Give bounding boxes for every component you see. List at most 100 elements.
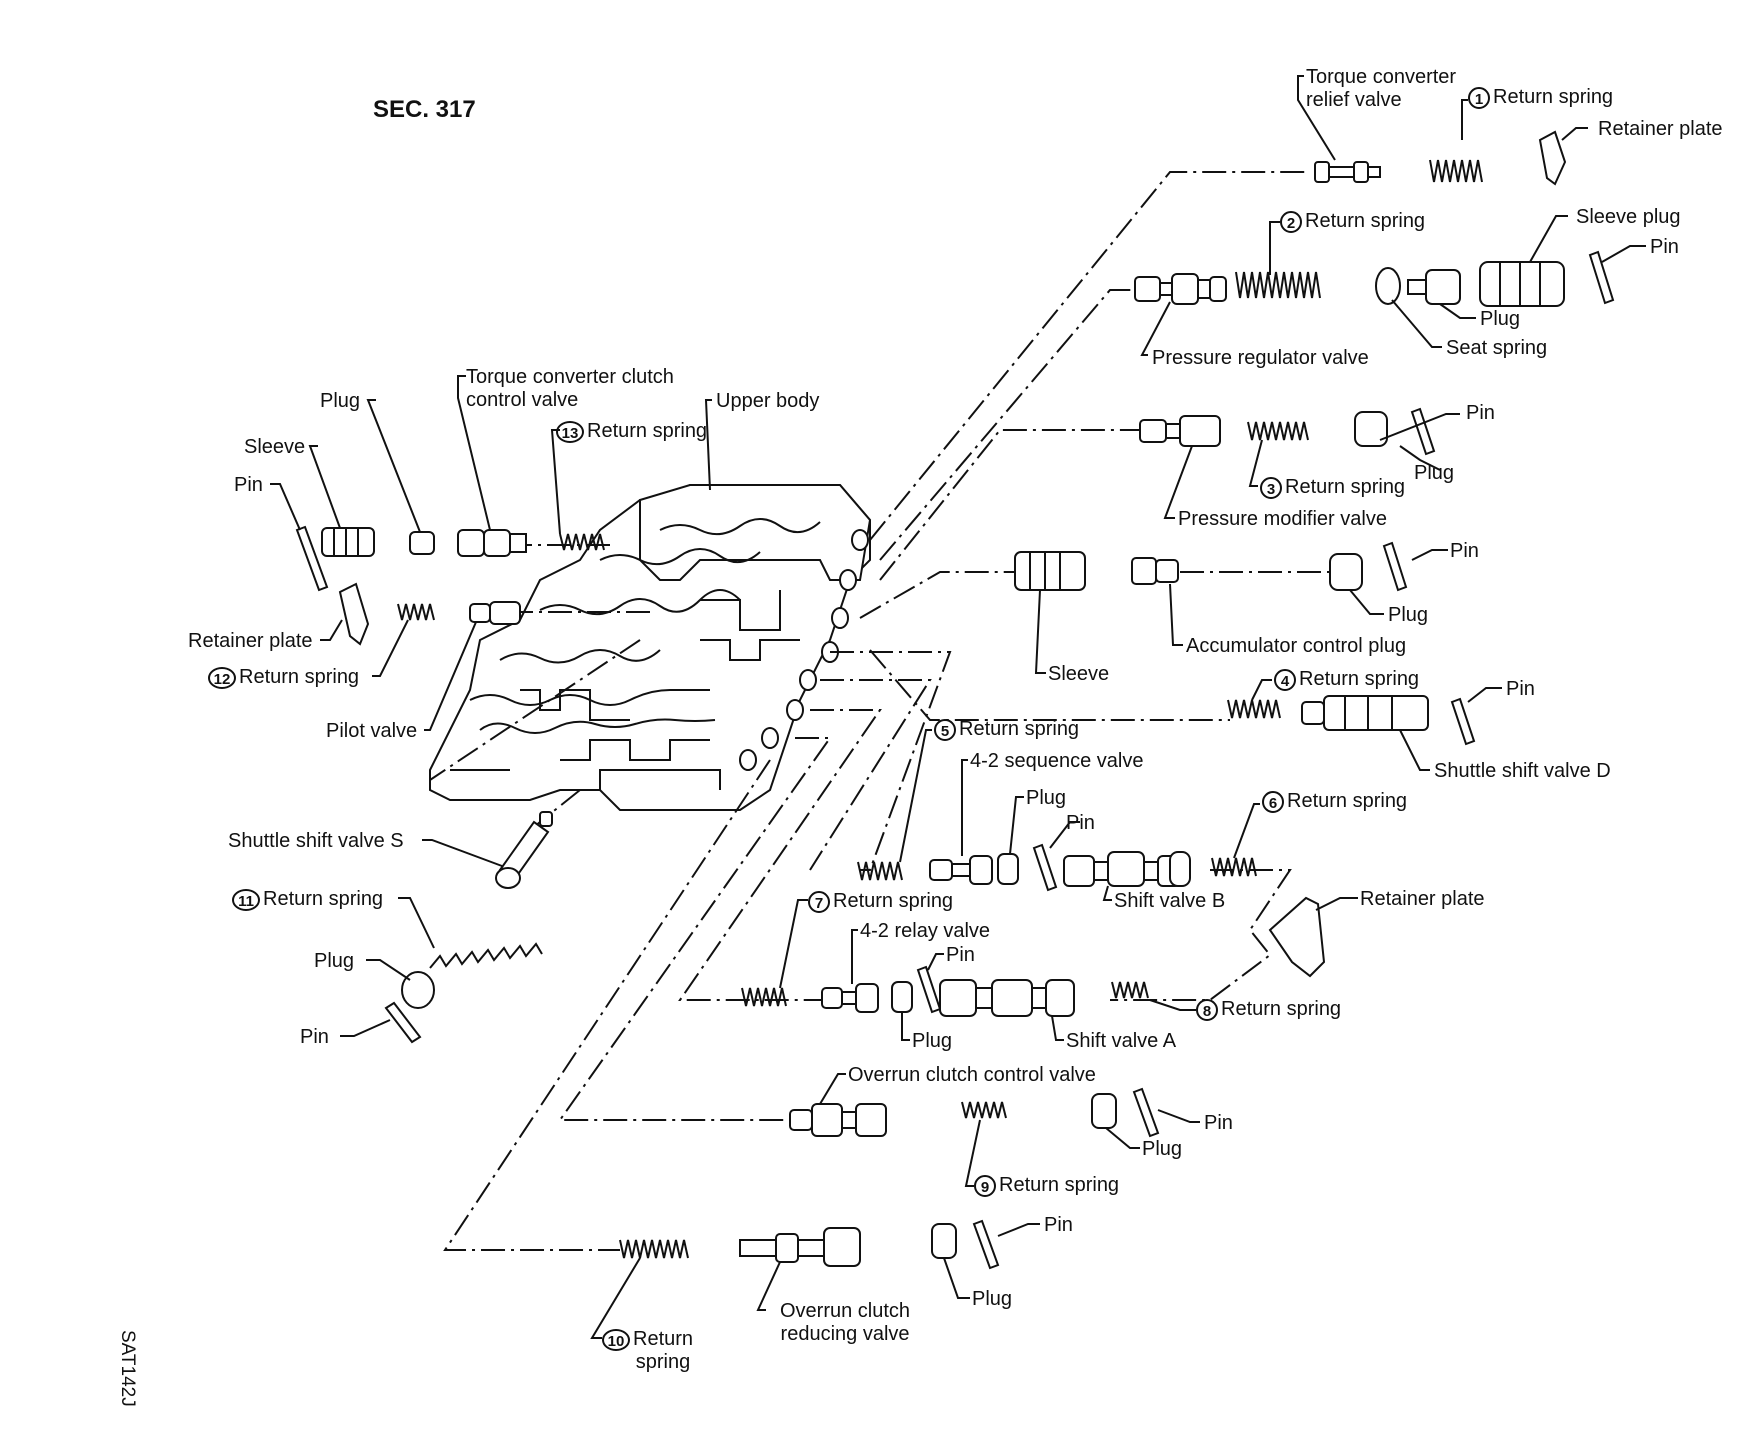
label-pin-relay: Pin bbox=[946, 944, 975, 966]
plug-overrun-part bbox=[1091, 1093, 1117, 1129]
label-text: Return spring bbox=[1285, 476, 1406, 498]
label-pressure-regulator-valve: Pressure regulator valve bbox=[1152, 347, 1369, 369]
pin-left-bottom-part bbox=[384, 1001, 422, 1044]
label-plug-relay: Plug bbox=[912, 1030, 953, 1052]
plug-accumulator-part bbox=[1329, 553, 1363, 591]
label-text: Return spring bbox=[1221, 998, 1342, 1020]
label-shift-valve-a: Shift valve A bbox=[1066, 1030, 1177, 1052]
label-pin-accumulator: Pin bbox=[1450, 540, 1479, 562]
return-spring-11-part bbox=[429, 942, 543, 969]
return-spring-4-part bbox=[1227, 699, 1281, 719]
accumulator-control-plug-part bbox=[1131, 557, 1179, 585]
label-plug-pressure-modifier: Plug bbox=[1414, 462, 1455, 484]
sleeve-plug-part bbox=[1479, 261, 1565, 307]
label-pin-sleeve-plug: Pin bbox=[1650, 236, 1679, 258]
retainer-plate-top-part bbox=[1538, 130, 1567, 186]
label-plug-accumulator: Plug bbox=[1388, 604, 1429, 626]
pilot-valve-part bbox=[469, 601, 521, 625]
label-retainer-plate-right: Retainer plate bbox=[1360, 888, 1485, 910]
sleeve-right-part bbox=[1014, 551, 1086, 591]
section-title: SEC. 317 bbox=[373, 96, 476, 123]
label-shuttle-shift-valve-s: Shuttle shift valve S bbox=[228, 830, 404, 852]
return-spring-13-part bbox=[559, 533, 605, 551]
pin-pressure-modifier-part bbox=[1410, 407, 1436, 456]
label-text: Return spring bbox=[833, 890, 954, 912]
label-seat-spring: Seat spring bbox=[1446, 337, 1548, 359]
pressure-regulator-valve-part bbox=[1134, 273, 1227, 305]
pin-sequence-part bbox=[1032, 843, 1058, 892]
return-spring-6-part bbox=[1211, 857, 1257, 877]
label-text: Return spring bbox=[263, 888, 384, 910]
label-overrun-clutch-reducing-valve: Overrun clutch reducing valve bbox=[780, 1300, 911, 1345]
label-retainer-plate-left: Retainer plate bbox=[188, 630, 313, 652]
callout-13: 13 bbox=[556, 420, 584, 443]
callout-3: 3 bbox=[1260, 476, 1282, 499]
callout-4: 4 bbox=[1274, 668, 1296, 691]
relay-valve-part bbox=[821, 983, 879, 1013]
overrun-clutch-reducing-valve-part bbox=[739, 1227, 861, 1267]
seat-spring-part bbox=[1375, 267, 1401, 305]
label-pin-bottom: Pin bbox=[1044, 1214, 1073, 1236]
plug-left-bottom-part bbox=[401, 971, 435, 1009]
label-sleeve-plug: Sleeve plug bbox=[1576, 206, 1681, 228]
label-pilot-valve: Pilot valve bbox=[326, 720, 418, 742]
shuttle-shift-valve-d-part bbox=[1301, 695, 1429, 731]
label-plug-bottom: Plug bbox=[972, 1288, 1013, 1310]
callout-6: 6 bbox=[1262, 790, 1284, 813]
label-text: Return spring bbox=[1493, 86, 1614, 108]
callout-1: 1 bbox=[1468, 86, 1490, 109]
callout-2: 2 bbox=[1280, 210, 1302, 233]
callout-5: 5 bbox=[934, 718, 956, 741]
plug-pressure-modifier-part bbox=[1354, 411, 1388, 447]
plug-left-top-part bbox=[409, 531, 435, 555]
label-pin-sequence: Pin bbox=[1066, 812, 1095, 834]
figure-id: SAT142J bbox=[117, 1330, 138, 1407]
label-pressure-modifier-valve: Pressure modifier valve bbox=[1178, 508, 1387, 530]
label-overrun-clutch-control-valve: Overrun clutch control valve bbox=[848, 1064, 1096, 1086]
label-upper-body: Upper body bbox=[716, 390, 820, 412]
label-plug-sequence: Plug bbox=[1026, 787, 1067, 809]
label-torque-converter-relief-valve: Torque converter relief valve bbox=[1306, 66, 1457, 111]
shift-valve-a-part bbox=[939, 979, 1075, 1017]
label-sequence-valve: 4-2 sequence valve bbox=[970, 750, 1144, 772]
label-shuttle-shift-valve-d: Shuttle shift valve D bbox=[1434, 760, 1611, 782]
overrun-clutch-control-valve-part bbox=[789, 1103, 887, 1137]
label-pin-pressure-modifier: Pin bbox=[1466, 402, 1495, 424]
callout-11: 11 bbox=[232, 888, 260, 911]
label-text: Return spring bbox=[587, 420, 708, 442]
sleeve-left-part bbox=[321, 527, 375, 557]
label-text: Return spring bbox=[1287, 790, 1408, 812]
return-spring-3-part bbox=[1247, 421, 1309, 441]
label-pin-overrun: Pin bbox=[1204, 1112, 1233, 1134]
plug-part bbox=[1407, 269, 1461, 305]
label-pin-left-top: Pin bbox=[234, 474, 263, 496]
callout-10: 10 bbox=[602, 1328, 630, 1351]
label-plug-left-bottom: Plug bbox=[314, 950, 355, 972]
callout-9: 9 bbox=[974, 1174, 996, 1197]
shuttle-shift-valve-s-part bbox=[495, 811, 553, 889]
label-pin-shuttle-d: Pin bbox=[1506, 678, 1535, 700]
return-spring-8-part bbox=[1111, 981, 1149, 999]
pin-overrun-part bbox=[1132, 1087, 1160, 1138]
callout-8: 8 bbox=[1196, 998, 1218, 1021]
retainer-plate-right-part bbox=[1268, 896, 1326, 978]
torque-converter-relief-valve-part bbox=[1314, 161, 1381, 183]
pin-accumulator-part bbox=[1382, 541, 1408, 592]
label-text: Return spring bbox=[1299, 668, 1420, 690]
upper-body-block bbox=[429, 484, 872, 811]
pin-shuttle-d-part bbox=[1450, 697, 1476, 746]
return-spring-7-part bbox=[741, 987, 787, 1007]
sequence-valve-part bbox=[929, 855, 993, 885]
plug-sequence-part bbox=[997, 853, 1019, 885]
return-spring-12-part bbox=[397, 603, 435, 621]
return-spring-5-part bbox=[857, 861, 903, 881]
